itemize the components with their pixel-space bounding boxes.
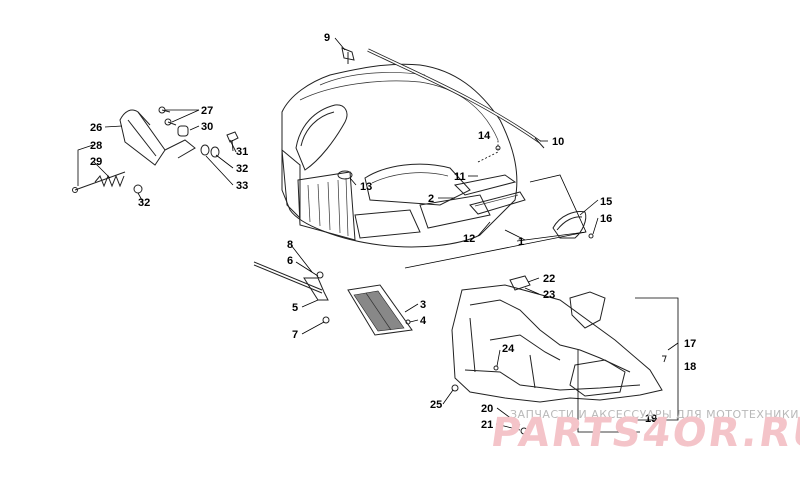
callout-7: 7 (292, 329, 298, 341)
callout-25: 25 (430, 399, 442, 411)
hood-assembly (281, 63, 526, 248)
callout-32-right: 32 (236, 163, 248, 175)
leader-1 (404, 174, 587, 269)
callout-2: 2 (428, 193, 434, 205)
emblem-badge (552, 211, 594, 239)
callout-12: 12 (463, 233, 475, 245)
callout-15: 15 (600, 196, 612, 208)
callout-13: 13 (360, 181, 372, 193)
leader-18 (630, 297, 679, 421)
callout-6: 6 (287, 255, 293, 267)
watermark: ЗАПЧАСТИ И АКСЕССУАРЫ ДЛЯ МОТОТЕХНИКИ PA… (488, 408, 800, 456)
leader-19 (577, 350, 640, 433)
leader-lines (77, 37, 679, 431)
callout-20: 20 (481, 403, 493, 415)
watermark-brand: PARTS4OR.RU (488, 410, 800, 456)
left-side-cover (72, 106, 239, 194)
callout-10: 10 (552, 136, 564, 148)
callout-5: 5 (292, 302, 298, 314)
callout-29: 29 (90, 156, 102, 168)
callout-17: 17 (684, 338, 696, 350)
callout-26: 26 (90, 122, 102, 134)
watermark-caption: ЗАПЧАСТИ И АКСЕССУАРЫ ДЛЯ МОТОТЕХНИКИ (510, 408, 799, 421)
leader-14 (477, 140, 499, 163)
callout-11: 11 (454, 171, 466, 183)
mesh-screen (347, 284, 413, 336)
callout-24: 24 (502, 343, 515, 355)
callout-4: 4 (420, 315, 427, 327)
callout-33: 33 (236, 180, 248, 192)
callout-19: 19 (645, 413, 657, 425)
hood-latch (253, 261, 330, 324)
callout-1: 1 (518, 236, 524, 248)
callout-18: 18 (684, 361, 696, 373)
callout-16: 16 (600, 213, 612, 225)
callout-32-bottom: 32 (138, 197, 150, 209)
callout-23: 23 (543, 289, 555, 301)
callout-9: 9 (324, 32, 330, 44)
callout-3: 3 (420, 299, 426, 311)
part-14-fastener (495, 145, 501, 151)
storage-tray (451, 275, 667, 435)
callout-22: 22 (543, 273, 555, 285)
callout-8: 8 (287, 239, 293, 251)
callout-31: 31 (236, 146, 248, 158)
callout-21: 21 (481, 419, 493, 431)
callout-30: 30 (201, 121, 213, 133)
callout-28: 28 (90, 140, 102, 152)
seal-strip (367, 48, 545, 149)
callout-27: 27 (201, 105, 213, 117)
part-9-clip (341, 47, 355, 64)
callout-labels: 1 2 3 4 5 6 7 8 9 10 11 12 13 14 15 16 1… (90, 32, 696, 431)
callout-14: 14 (478, 130, 491, 142)
